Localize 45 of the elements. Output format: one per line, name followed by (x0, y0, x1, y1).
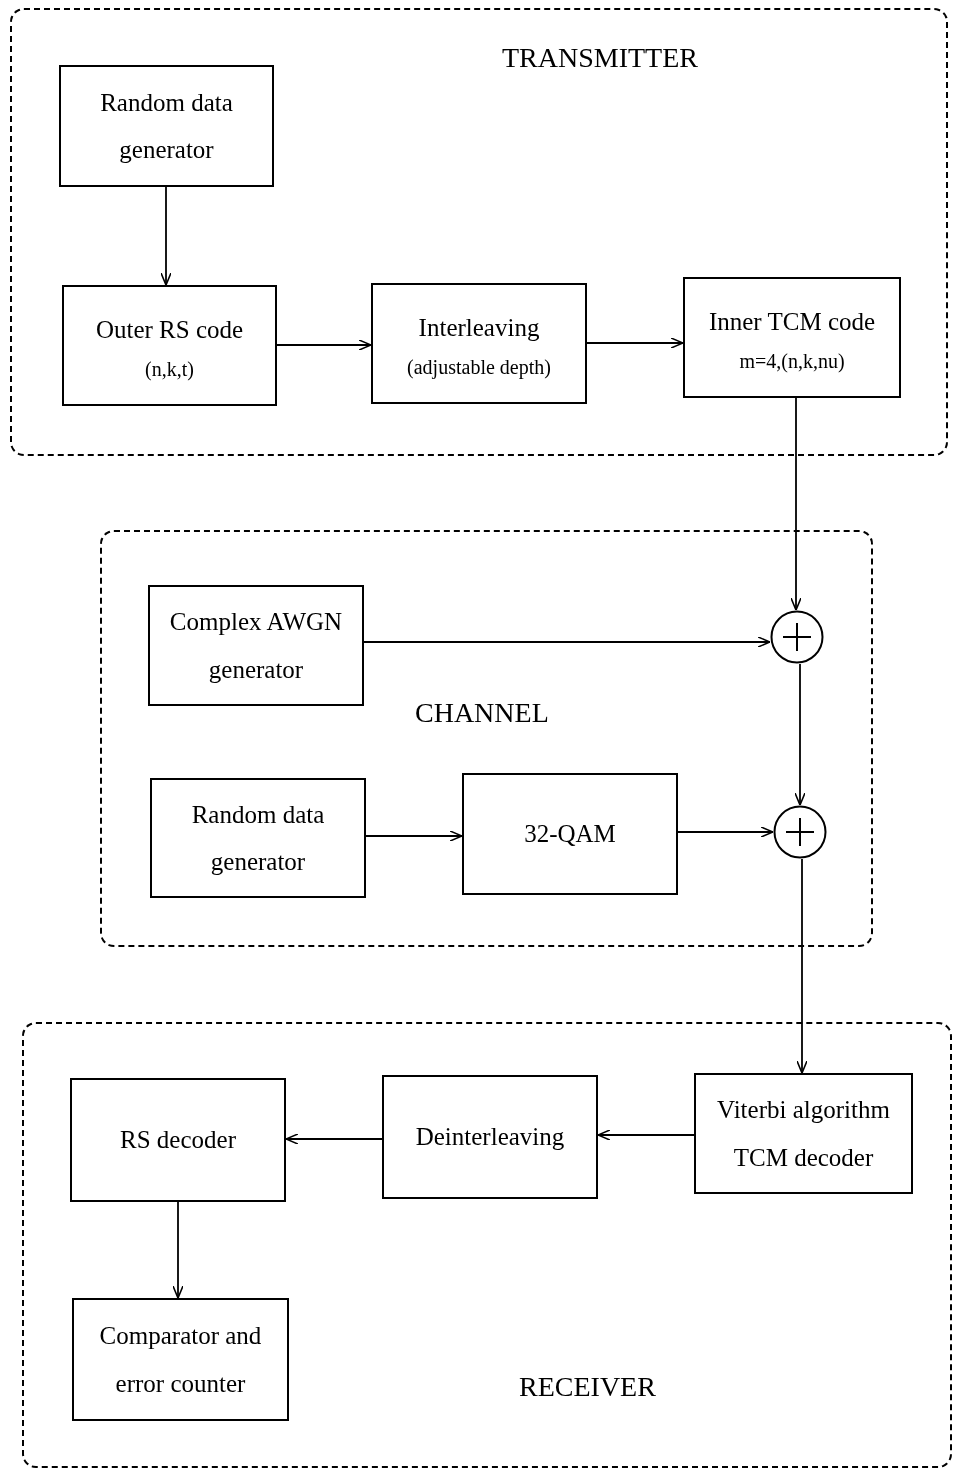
arrow (365, 830, 463, 842)
arrow (172, 1201, 184, 1299)
process-box (683, 277, 901, 398)
process-box (462, 773, 678, 895)
summing-junction (773, 805, 827, 859)
parameter-label: (n,k,t) (145, 357, 194, 383)
section-title: TRANSMITTER (502, 42, 698, 74)
parameter-label: (adjustable depth) (407, 355, 551, 381)
process-box (62, 285, 277, 406)
section-title: CHANNEL (415, 697, 549, 729)
dashed-group-boundary (10, 8, 948, 456)
box-label: Viterbi algorithm TCM decoder (716, 1095, 891, 1173)
process-box (371, 283, 587, 404)
box-label: Outer RS code (95, 314, 244, 345)
arrow (276, 339, 372, 351)
arrow (363, 636, 771, 648)
box-label: RS decoder (120, 1125, 236, 1156)
dashed-group-boundary (22, 1022, 952, 1468)
process-box (70, 1078, 286, 1202)
box-label: Complex AWGN generator (168, 607, 344, 685)
box-label: Random data generator (99, 87, 234, 165)
box-label: Deinterleaving (415, 1122, 565, 1153)
section-title: RECEIVER (519, 1371, 656, 1403)
summing-junction (770, 610, 824, 664)
parameter-label: m=4,(n,k,nu) (739, 349, 845, 375)
process-box (150, 778, 366, 898)
arrow (160, 186, 172, 286)
process-box (59, 65, 274, 187)
process-box (382, 1075, 598, 1199)
box-label: Comparator and error counter (98, 1321, 263, 1399)
process-box (148, 585, 364, 706)
process-box (72, 1298, 289, 1421)
box-label: Inner TCM code (708, 306, 876, 337)
arrow (586, 337, 684, 349)
box-label: 32-QAM (524, 819, 616, 850)
arrow (796, 858, 808, 1074)
arrow (677, 826, 774, 838)
dashed-group-boundary (100, 530, 873, 947)
process-box (694, 1073, 913, 1194)
arrow (794, 663, 806, 806)
arrow (285, 1133, 383, 1145)
arrow (597, 1129, 695, 1141)
arrow (790, 397, 802, 611)
box-label: Interleaving (418, 312, 540, 343)
box-label: Random data generator (190, 799, 326, 877)
